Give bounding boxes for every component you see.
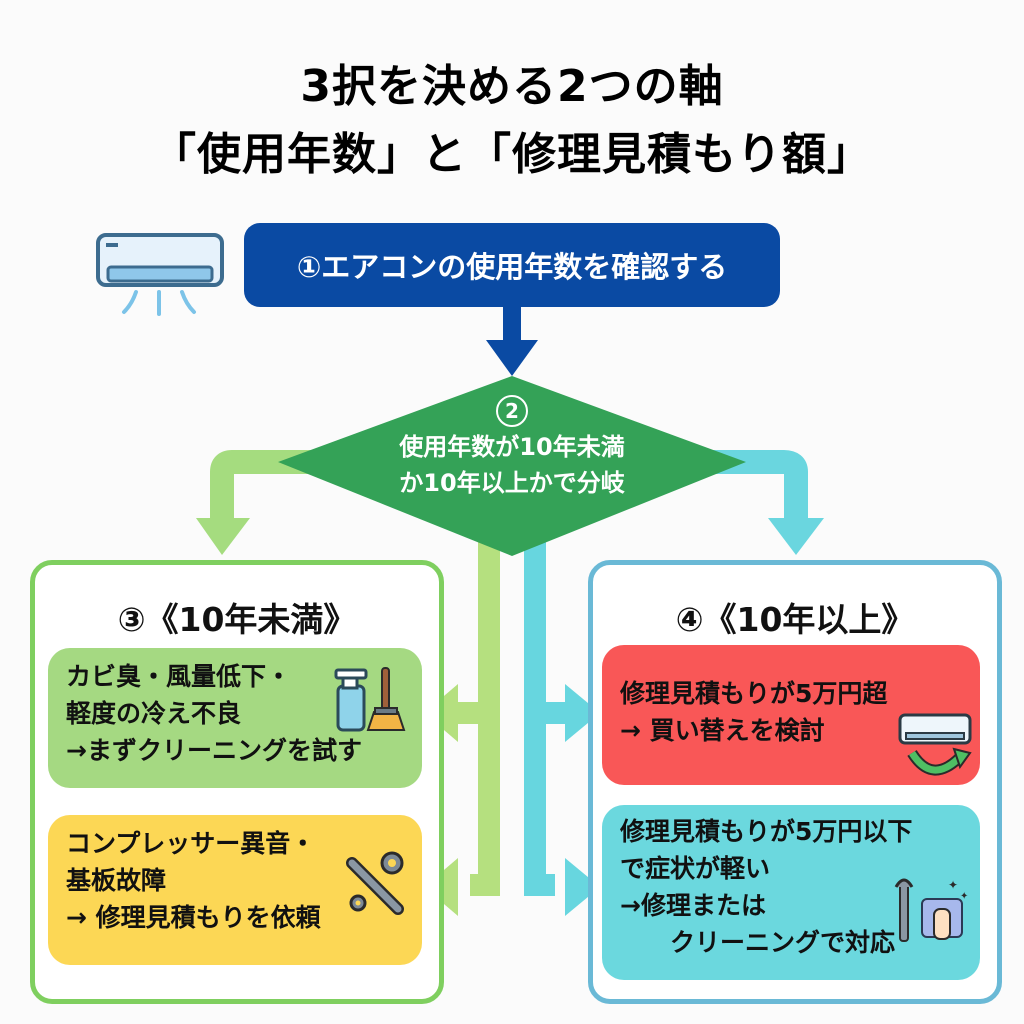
- case-line: 修理見積もりが5万円超: [620, 679, 888, 708]
- panel-under-10-heading: ③《10年未満》: [117, 600, 357, 639]
- title-line-1: 3択を決める2つの軸: [300, 61, 724, 112]
- case-line: →修理または: [620, 891, 766, 920]
- decision-line-2: か10年以上かで分岐: [399, 469, 625, 497]
- spray-and-brush-icon: [334, 667, 406, 732]
- decision-number: 2: [496, 395, 528, 427]
- arrow-right-2-head: [565, 858, 600, 916]
- case-line: で症状が軽い: [620, 854, 771, 883]
- arrow-branch-right: [694, 450, 808, 520]
- trunk-left: [470, 540, 500, 896]
- step1-label: ①エアコンの使用年数を確認する: [296, 250, 728, 284]
- wrench-cleaning-icon: ✦ ✦: [894, 878, 968, 942]
- arrow-step1-shaft: [503, 305, 521, 345]
- case-line: → 買い替えを検討: [620, 716, 825, 745]
- case-line: コンプレッサー異音・: [66, 829, 316, 858]
- case-line: →まずクリーニングを試す: [66, 736, 362, 765]
- case-line: カビ臭・風量低下・: [66, 662, 292, 691]
- trunk-left-arm1: [455, 702, 485, 724]
- trunk-right: [524, 540, 555, 896]
- arrow-branch-left: [210, 450, 330, 520]
- decision-text: 2 使用年数が10年未満 か10年以上かで分岐: [330, 392, 694, 501]
- title-line-2: 「使用年数」と「修理見積もり額」: [152, 129, 872, 180]
- case-line: → 修理見積もりを依頼: [66, 903, 321, 932]
- trunk-right-arm1: [540, 702, 568, 724]
- arrow-branch-left-head: [196, 518, 250, 555]
- panel-over-10-heading: ④《10年以上》: [675, 600, 915, 639]
- arrow-branch-right-head: [768, 518, 824, 555]
- step1-box: ①エアコンの使用年数を確認する: [244, 223, 780, 307]
- case-line: 修理見積もりが5万円以下: [620, 817, 913, 846]
- arrow-step1-head: [486, 340, 538, 376]
- arrow-right-1-head: [565, 684, 600, 742]
- svg-text:✦: ✦: [960, 891, 968, 902]
- case-cleaning: カビ臭・風量低下・ 軽度の冷え不良 →まずクリーニングを試す: [48, 648, 422, 788]
- case-line: 基板故障: [66, 866, 167, 895]
- case-replace: 修理見積もりが5万円超 → 買い替えを検討: [602, 645, 980, 785]
- case-repair-estimate: コンプレッサー異音・ 基板故障 → 修理見積もりを依頼: [48, 815, 422, 965]
- case-repair-or-clean: 修理見積もりが5万円以下 で症状が軽い →修理または クリーニングで対応 ✦ ✦: [602, 805, 980, 980]
- case-line: 軽度の冷え不良: [66, 699, 242, 728]
- ac-replace-icon: [898, 713, 972, 776]
- air-conditioner-icon: [96, 233, 224, 316]
- wrench-gears-icon: [346, 851, 404, 915]
- decision-diamond: [278, 376, 746, 556]
- case-line: クリーニングで対応: [670, 928, 896, 957]
- svg-text:✦: ✦: [948, 878, 958, 892]
- decision-line-1: 使用年数が10年未満: [399, 433, 625, 461]
